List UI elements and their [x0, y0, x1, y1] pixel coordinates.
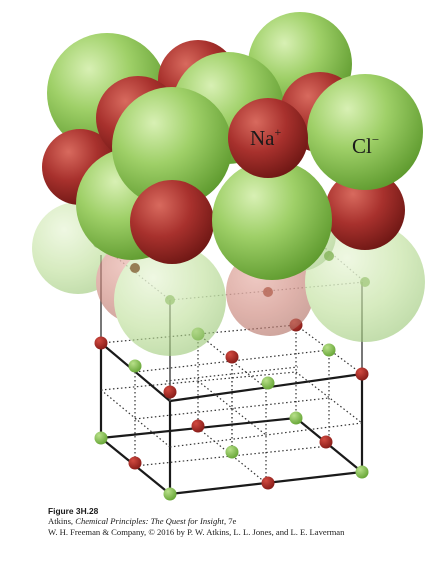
- lattice-na-ion: [319, 435, 333, 449]
- figure-caption: Figure 3H.28 Atkins, Chemical Principles…: [48, 506, 428, 537]
- svg-text:Na+: Na+: [250, 125, 282, 150]
- lattice-na-ion: [128, 456, 142, 470]
- lattice-ions: [94, 318, 369, 501]
- na-sphere: [130, 180, 214, 264]
- na-sphere: [228, 98, 308, 178]
- lattice-na-ion: [191, 419, 205, 433]
- na-sphere: [325, 170, 405, 250]
- figure-number: Figure 3H.28: [48, 506, 99, 516]
- lattice-cl-ion: [322, 343, 336, 357]
- cl-sphere: [112, 87, 232, 207]
- lattice-cl-ion: [261, 376, 275, 390]
- svg-text:Cl−: Cl−: [352, 132, 379, 158]
- lattice-cl-ion: [94, 431, 108, 445]
- lattice-cl-ion: [289, 411, 303, 425]
- lattice-na-ion: [163, 385, 177, 399]
- chloride-ion-label: Cl−: [352, 132, 379, 158]
- lattice-cl-ion: [128, 359, 142, 373]
- space-filling-layer: [42, 12, 423, 280]
- copyright-line: W. H. Freeman & Company, © 2016 by P. W.…: [48, 526, 345, 537]
- lattice-na-ion: [225, 350, 239, 364]
- lattice-na-ion: [355, 367, 369, 381]
- lattice-cl-ion: [225, 445, 239, 459]
- cl-sphere: [212, 160, 332, 280]
- sodium-ion-label: Na+: [250, 125, 282, 150]
- book-title: Chemical Principles: The Quest for Insig…: [75, 516, 224, 527]
- lattice-na-ion: [94, 336, 108, 350]
- lattice-cl-ion: [355, 465, 369, 479]
- source-line: Atkins, Chemical Principles: The Quest f…: [48, 516, 237, 527]
- cl-sphere: [307, 74, 423, 190]
- lattice-cl-ion: [163, 487, 177, 501]
- lattice-na-ion: [261, 476, 275, 490]
